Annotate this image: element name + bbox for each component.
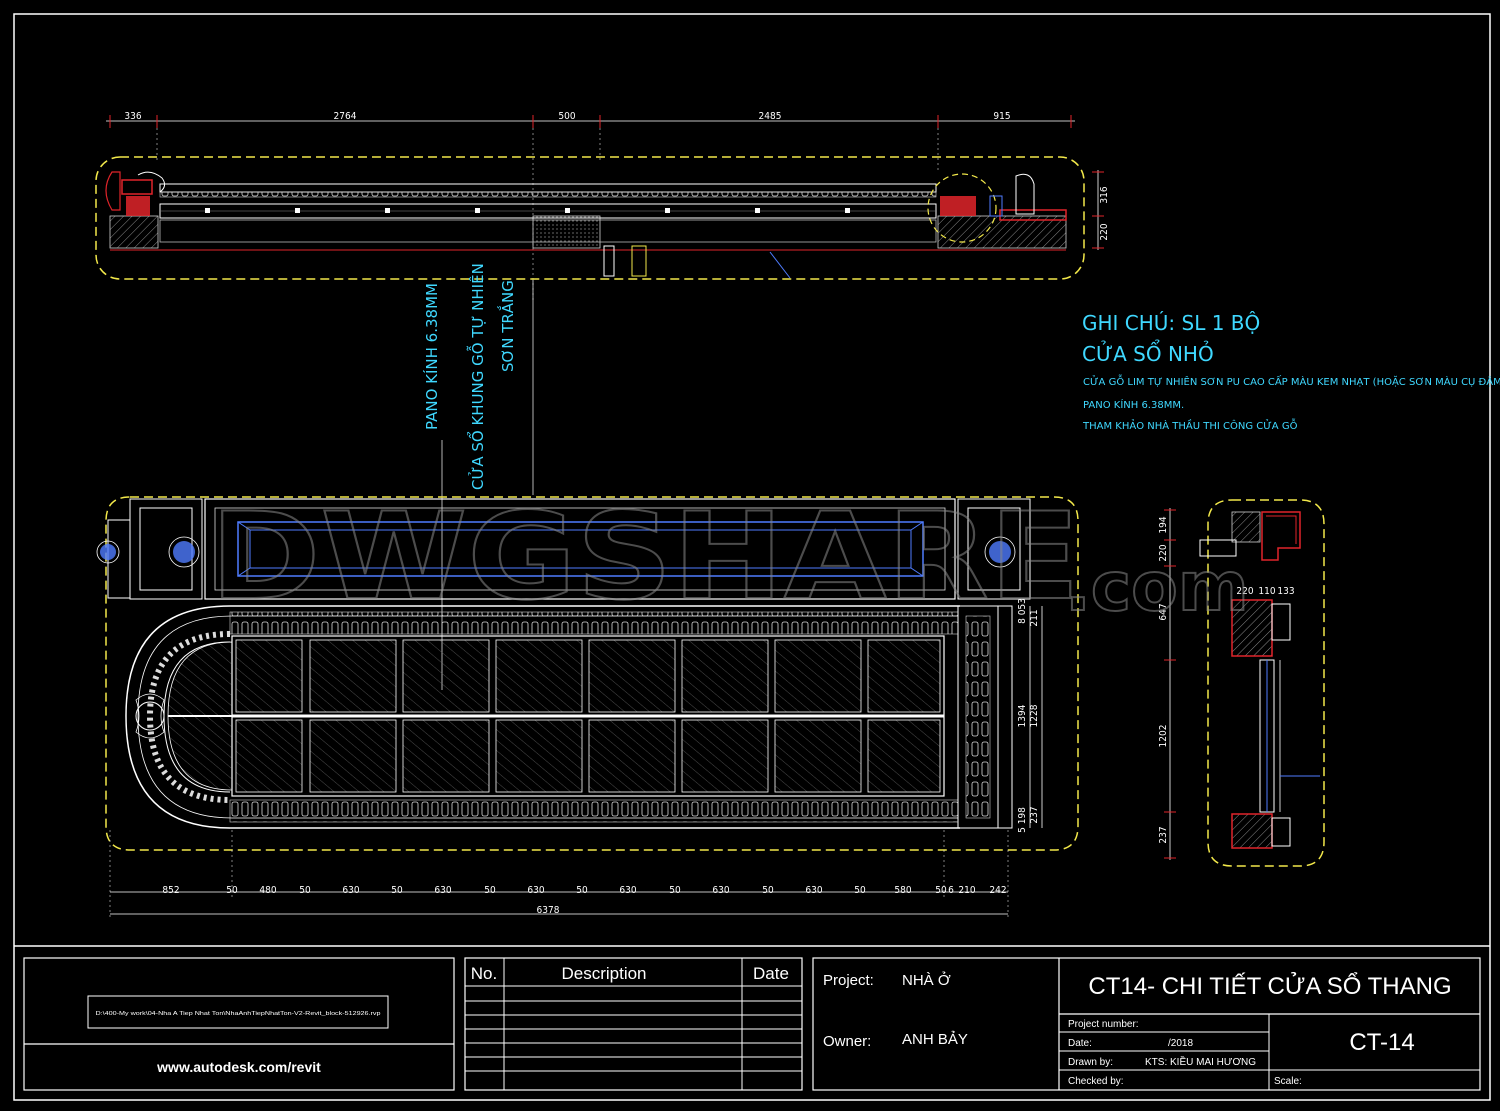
front-dim-1: 852 — [162, 885, 179, 896]
plan-side-dim-2: 220 — [1099, 223, 1110, 240]
plan-dim-1: 336 — [124, 111, 141, 122]
date-value: /2018 — [1168, 1038, 1193, 1049]
plan-side-dim-1: 316 — [1099, 186, 1110, 203]
section-inner-dim-2: 110 — [1258, 586, 1275, 597]
plan-view: 336 2764 500 2485 915 — [95, 111, 1110, 300]
drawn-by-value: KTS: KIỀU MAI HƯƠNG — [1145, 1055, 1256, 1068]
front-dim-16: 50 — [854, 885, 866, 896]
vertical-note-frame: CỬA SỔ KHUNG GỖ TỰ NHIÊN — [466, 263, 487, 490]
notes-line-2: PANO KÍNH 6.38MM. — [1083, 398, 1184, 411]
front-dim-7: 630 — [434, 885, 451, 896]
rev-header-no: No. — [471, 964, 497, 983]
rev-header-date: Date — [753, 964, 789, 983]
front-vdim-2: 1228 — [1029, 704, 1040, 727]
owner-value: ANH BẢY — [902, 1031, 968, 1048]
sheet-border — [13, 13, 1491, 1101]
front-dim-9: 630 — [527, 885, 544, 896]
front-dim-14: 50 — [762, 885, 774, 896]
front-elevation: 852 50 480 50 630 50 630 50 630 50 630 5… — [96, 496, 1079, 918]
front-dim-11: 630 — [619, 885, 636, 896]
front-dim-3: 480 — [259, 885, 276, 896]
front-dim-4: 50 — [299, 885, 311, 896]
drawn-by-label: Drawn by: — [1068, 1057, 1113, 1068]
notes-subtitle: CỬA SỔ NHỎ — [1082, 340, 1214, 366]
notes-title: GHI CHÚ: SL 1 BỘ — [1082, 311, 1260, 335]
front-dim-6: 50 — [391, 885, 403, 896]
vertical-note-paint: SƠN TRẮNG — [496, 280, 517, 372]
file-path: D:\400-My work\04-Nha A Tiep Nhat Ton\Nh… — [96, 1011, 381, 1017]
section-dim-1: 194 — [1158, 516, 1169, 533]
autodesk-link[interactable]: www.autodesk.com/revit — [156, 1059, 321, 1075]
front-dim-8: 50 — [484, 885, 496, 896]
vertical-note-glass: PANO KÍNH 6.38MM — [422, 283, 441, 430]
notes-line-1: CỬA GỖ LIM TỰ NHIÊN SƠN PU CAO CẤP MÀU K… — [1083, 373, 1500, 388]
sheet-title: CT14- CHI TIẾT CỬA SỔ THANG — [1088, 971, 1451, 1000]
section-inner-dim-1: 220 — [1236, 586, 1253, 597]
front-vdim-6: 237 — [1029, 806, 1040, 823]
front-dim-15: 630 — [805, 885, 822, 896]
project-label: Project: — [823, 972, 874, 989]
front-dim-12: 50 — [669, 885, 681, 896]
front-dim-2: 50 — [226, 885, 238, 896]
plan-dim-5: 915 — [993, 111, 1010, 122]
front-vdim-3: 8 053 — [1017, 598, 1028, 624]
front-dim-20: 242 — [989, 885, 1006, 896]
front-dim-19: 210 — [958, 885, 975, 896]
front-dim-21: 6 — [948, 885, 954, 896]
checked-by-label: Checked by: — [1068, 1076, 1124, 1087]
project-value: NHÀ Ở — [902, 971, 951, 989]
front-dim-10: 50 — [576, 885, 588, 896]
plan-dim-3: 500 — [558, 111, 575, 122]
general-notes: GHI CHÚ: SL 1 BỘ CỬA SỔ NHỎ CỬA GỖ LIM T… — [1082, 311, 1500, 432]
watermark-suffix: .com — [1065, 548, 1249, 627]
section-dim-3: 647 — [1158, 603, 1169, 620]
sheet-number: CT-14 — [1349, 1029, 1414, 1056]
notes-line-3: THAM KHẢO NHÀ THẦU THI CÔNG CỬA GỖ — [1082, 417, 1298, 432]
section-dim-4: 1202 — [1158, 725, 1169, 748]
front-vdim-4: 211 — [1029, 609, 1040, 626]
watermark-text: DWGSHARE — [210, 488, 1080, 627]
section-dim-5: 237 — [1158, 826, 1169, 843]
section-dim-2: 220 — [1158, 544, 1169, 561]
scale-label: Scale: — [1274, 1076, 1302, 1087]
plan-dim-2: 2764 — [334, 111, 357, 122]
project-number-label: Project number: — [1068, 1019, 1139, 1030]
date-label: Date: — [1068, 1038, 1092, 1049]
plan-dim-4: 2485 — [759, 111, 782, 122]
front-dim-18: 50 — [935, 885, 947, 896]
front-dim-13: 630 — [712, 885, 729, 896]
front-vdim-5: 5 198 — [1017, 807, 1028, 833]
owner-label: Owner: — [823, 1033, 871, 1050]
front-vdim-1: 1394 — [1017, 704, 1028, 727]
front-dim-17: 580 — [894, 885, 911, 896]
rev-header-description: Description — [561, 964, 646, 983]
section-view: 194 220 647 1202 237 220 110 133 — [1158, 499, 1325, 867]
front-dim-total: 6378 — [537, 905, 560, 916]
title-block: D:\400-My work\04-Nha A Tiep Nhat Ton\Nh… — [23, 957, 1481, 1091]
front-dim-5: 630 — [342, 885, 359, 896]
section-inner-dim-3: 133 — [1277, 586, 1294, 597]
